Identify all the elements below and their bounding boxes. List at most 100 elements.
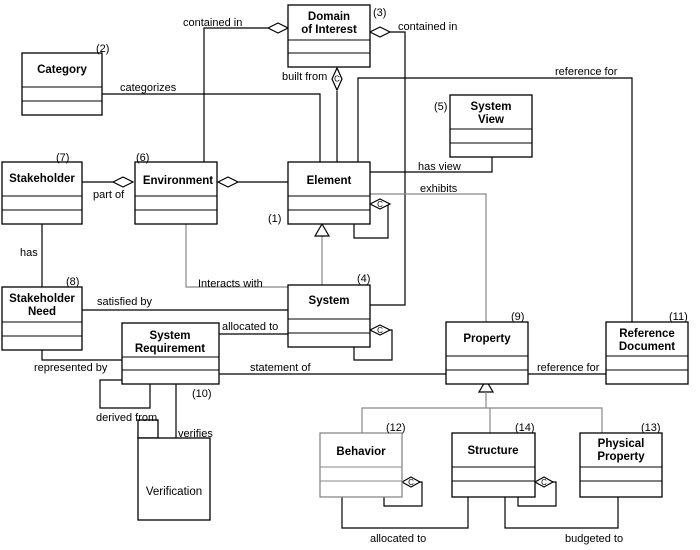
class-structure: Structure	[451, 432, 536, 498]
class-system-requirement: System Requirement	[121, 322, 220, 385]
allocated-to-req-label: allocated to	[222, 321, 278, 333]
stakeholder-number: (7)	[56, 152, 69, 164]
class-property: Property	[445, 321, 529, 385]
class-physical-property: Physical Property	[579, 432, 663, 498]
stakeholder-need-name-line1: Stakeholder	[9, 293, 75, 305]
reference-document-name-line2: Document	[619, 341, 675, 353]
interacts-with-connector	[185, 224, 288, 288]
budgeted-to-connector	[504, 497, 619, 529]
verification-name: Verification	[146, 486, 202, 498]
structure-c-marker: C	[541, 478, 547, 487]
class-behavior: Behavior	[319, 432, 403, 498]
category-number: (2)	[96, 43, 109, 55]
reference-document-name-line1: Reference	[619, 328, 675, 340]
allocated-to-bottom-connector	[341, 497, 469, 529]
element-c-marker: C	[377, 200, 383, 209]
structure-self-diamond	[533, 476, 555, 488]
svg-text:C: C	[377, 326, 383, 335]
class-system-view: System View	[449, 94, 533, 158]
svg-text:C: C	[408, 478, 414, 487]
class-element: Element	[287, 161, 371, 225]
reference-document-number: (11)	[669, 311, 688, 323]
statement-of-label: statement of	[250, 362, 311, 374]
reference-for-top-connector	[357, 77, 633, 322]
svg-text:C: C	[541, 478, 547, 487]
element-self-diamond	[368, 198, 392, 210]
behavior-number: (12)	[386, 422, 406, 434]
element-number: (1)	[268, 213, 281, 225]
built-from-c-marker: C	[334, 75, 340, 84]
categorizes-label: categorizes	[120, 82, 177, 94]
structure-number: (14)	[515, 422, 535, 434]
svg-text:C: C	[334, 75, 340, 84]
derived-from-label: derived from	[96, 412, 157, 424]
part-of-diamond	[111, 176, 135, 188]
stakeholder-name: Stakeholder	[9, 173, 75, 185]
property-number: (9)	[511, 311, 524, 323]
domain-name-line2: of Interest	[301, 24, 357, 36]
class-verification: Verification	[137, 419, 211, 521]
system-element-triangle	[313, 222, 331, 237]
reference-for-bottom-label: reference for	[537, 362, 600, 374]
has-view-connector	[370, 157, 493, 173]
class-domain-of-interest: Domain of Interest	[287, 4, 371, 68]
element-name: Element	[307, 175, 352, 187]
environment-name: Environment	[143, 175, 213, 187]
stakeholder-need-name-line2: Need	[28, 306, 56, 318]
contained-in-left-label: contained in	[183, 17, 242, 29]
physical-property-name-line2: Property	[597, 451, 645, 463]
structure-name: Structure	[467, 445, 518, 457]
class-stakeholder-need: Stakeholder Need	[1, 286, 83, 351]
svg-text:C: C	[377, 200, 383, 209]
class-stakeholder: Stakeholder	[1, 161, 83, 225]
represented-by-label: represented by	[34, 362, 108, 374]
physical-property-name-line1: Physical	[598, 438, 645, 450]
system-view-number: (5)	[434, 101, 447, 113]
contained-in-left-diamond	[266, 22, 290, 34]
contained-in-right-label: contained in	[398, 21, 457, 33]
contained-in-right-diamond	[368, 26, 392, 38]
derived-from-loop	[99, 379, 151, 409]
reference-for-top-label: reference for	[555, 66, 618, 78]
contained-in-right-connector	[370, 31, 406, 306]
verifies-label: verifies	[178, 428, 213, 440]
interacts-with-label: Interacts with	[198, 278, 263, 290]
built-from-diamond	[331, 66, 343, 92]
has-label: has	[20, 247, 38, 259]
system-number: (4)	[357, 273, 370, 285]
system-self-diamond	[368, 324, 392, 336]
system-requirement-number: (10)	[192, 388, 212, 400]
categorizes-connector	[102, 93, 321, 162]
class-reference-document: Reference Document	[605, 321, 689, 385]
allocated-to-bottom-label: allocated to	[370, 533, 426, 545]
system-requirement-name-line2: Requirement	[135, 343, 205, 355]
satisfied-by-label: satisfied by	[97, 296, 153, 308]
domain-name-line1: Domain	[308, 11, 350, 23]
behavior-c-marker: C	[408, 478, 414, 487]
system-view-name-line2: View	[478, 114, 504, 126]
exhibits-connector	[370, 193, 487, 322]
environment-number: (6)	[136, 152, 149, 164]
exhibits-label: exhibits	[420, 183, 458, 195]
system-view-name-line1: System	[471, 101, 512, 113]
environment-element-diamond	[216, 176, 240, 188]
system-name: System	[309, 295, 350, 307]
budgeted-to-label: budgeted to	[565, 533, 623, 545]
domain-number: (3)	[373, 7, 386, 19]
class-system: System	[287, 284, 371, 348]
behavior-self-diamond	[400, 476, 422, 488]
property-name: Property	[463, 333, 511, 345]
class-environment: Environment	[134, 161, 218, 225]
class-category: Category	[21, 52, 103, 116]
physical-property-number: (13)	[641, 422, 661, 434]
built-from-label: built from	[282, 71, 327, 83]
system-requirement-name-line1: System	[150, 330, 191, 342]
represented-by-connector	[41, 350, 122, 361]
behavior-name: Behavior	[336, 446, 386, 458]
stakeholder-need-number: (8)	[66, 276, 79, 288]
property-generalization-bar	[361, 407, 603, 433]
contained-in-left-connector	[203, 27, 268, 164]
part-of-label: part of	[93, 189, 125, 201]
category-name: Category	[37, 64, 87, 76]
